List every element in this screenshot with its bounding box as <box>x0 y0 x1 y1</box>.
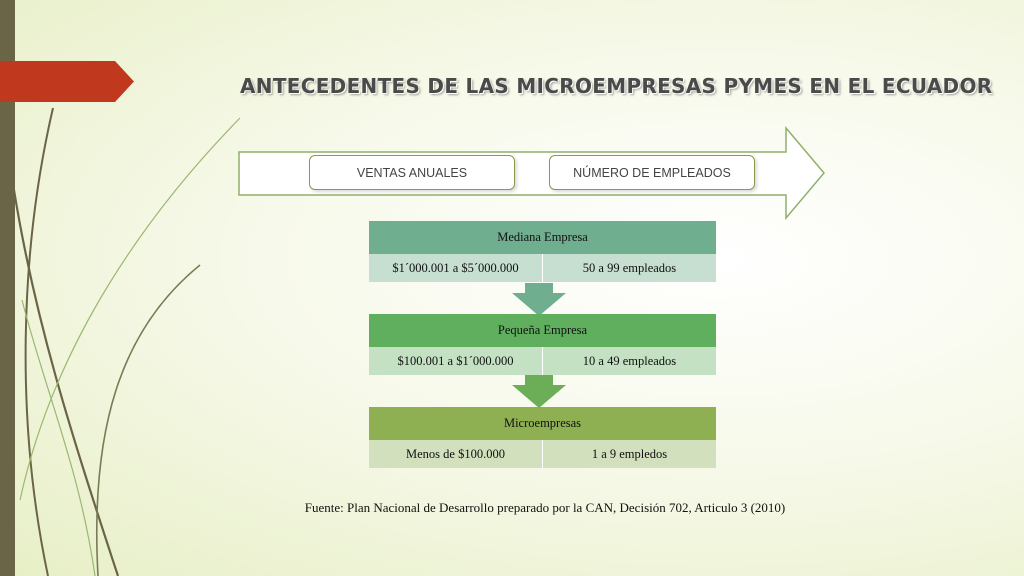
title-arrow-tab <box>0 61 134 102</box>
microempresas-table: Microempresas Menos de $100.000 1 a 9 em… <box>369 407 716 468</box>
down-arrow-icon <box>512 283 566 316</box>
criteria-arrow <box>238 126 825 220</box>
category-name: Microempresas <box>369 407 716 440</box>
slide-title: ANTECEDENTES DE LAS MICROEMPRESAS PYMES … <box>240 74 993 98</box>
ventas-value: $1´000.001 a $5´000.000 <box>369 254 543 282</box>
category-name: Mediana Empresa <box>369 221 716 254</box>
mediana-empresa-table: Mediana Empresa $1´000.001 a $5´000.000 … <box>369 221 716 282</box>
source-note: Fuente: Plan Nacional de Desarrollo prep… <box>304 500 786 515</box>
pequena-empresa-table: Pequeña Empresa $100.001 a $1´000.000 10… <box>369 314 716 375</box>
category-name: Pequeña Empresa <box>369 314 716 347</box>
ventas-anuales-label: VENTAS ANUALES <box>309 155 515 190</box>
empleados-value: 10 a 49 empleados <box>542 347 716 375</box>
left-accent-bar <box>0 0 15 576</box>
ventas-value: Menos de $100.000 <box>369 440 543 468</box>
empleados-value: 50 a 99 empleados <box>542 254 716 282</box>
empleados-value: 1 a 9 empledos <box>542 440 716 468</box>
down-arrow-icon <box>512 375 566 408</box>
ventas-value: $100.001 a $1´000.000 <box>369 347 543 375</box>
numero-empleados-label: NÚMERO DE EMPLEADOS <box>549 155 755 190</box>
